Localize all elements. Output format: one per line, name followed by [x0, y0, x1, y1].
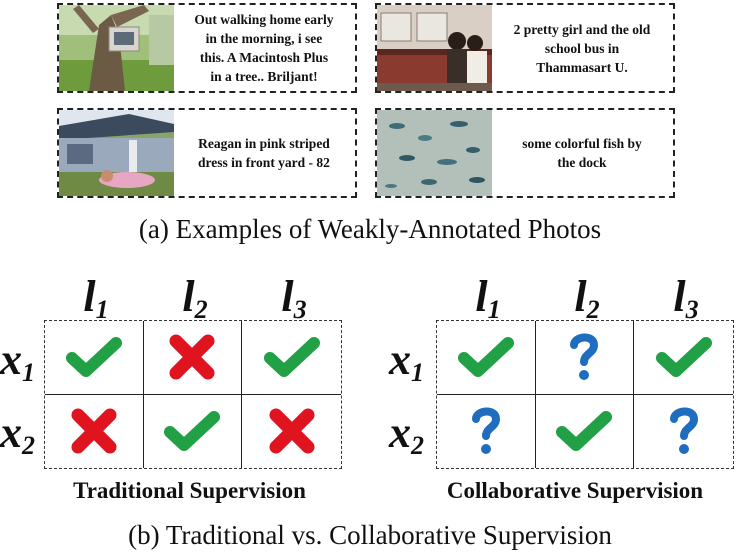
matrix-cell	[437, 394, 536, 468]
check-mark-icon	[162, 408, 222, 454]
column-label-1: l1	[83, 272, 109, 324]
caption-line: in a tree.. Briljant!	[210, 69, 318, 84]
photo-girl-in-front-yard	[59, 110, 174, 196]
photo-caption: Out walking home early in the morning, i…	[177, 5, 351, 91]
row-label-1: x1	[0, 335, 35, 387]
photo-caption: some colorful fish by the dock	[495, 110, 669, 196]
photo-caption: Reagan in pink striped dress in front ya…	[177, 110, 351, 196]
matrix-cell	[45, 321, 144, 395]
caption-line: Out walking home early	[194, 12, 334, 27]
matrix-cell	[536, 394, 635, 468]
matrix-cell	[242, 395, 341, 469]
matrix-cell	[535, 321, 635, 395]
column-label-3: l3	[673, 272, 699, 324]
photo-fish-by-dock	[377, 110, 492, 196]
caption-line: the dock	[557, 155, 607, 170]
panel-b-caption: (b) Traditional vs. Collaborative Superv…	[128, 520, 612, 550]
check-mark-icon	[262, 334, 322, 380]
caption-line: 2 pretty girl and the old	[513, 21, 651, 37]
collaborative-label-matrix	[436, 320, 734, 469]
matrix-cell	[634, 395, 733, 469]
matrix-cell	[634, 321, 733, 395]
photo-card-fish: some colorful fish by the dock	[375, 108, 675, 198]
column-label-1: l1	[475, 272, 501, 324]
caption-line: school bus in	[544, 40, 620, 56]
cross-mark-icon	[68, 405, 120, 457]
matrix-cell	[437, 321, 536, 395]
photo-caption: 2 pretty girl and the old school bus in …	[495, 5, 669, 91]
photo-card-front-yard: Reagan in pink striped dress in front ya…	[57, 108, 357, 198]
column-label-3: l3	[281, 272, 307, 324]
check-mark-icon	[554, 408, 614, 454]
caption-line: some colorful fish by	[522, 136, 642, 151]
check-mark-icon	[654, 334, 714, 380]
column-label-2: l2	[182, 272, 208, 324]
collaborative-supervision-panel: l1 l2 l3 x1 x2 Collaborative Supervision	[375, 272, 734, 522]
traditional-supervision-panel: l1 l2 l3 x1 x2 Traditional Supervision	[0, 272, 355, 522]
caption-line: this. A Macintosh Plus	[199, 50, 329, 65]
question-mark-icon	[569, 332, 599, 382]
caption-line: in the morning, i see	[205, 31, 323, 46]
panel-a-caption: (a) Examples of Weakly-Annotated Photos	[138, 214, 602, 244]
photo-card-school-bus: 2 pretty girl and the old school bus in …	[375, 3, 675, 93]
check-mark-icon	[456, 334, 516, 380]
cross-mark-icon	[166, 331, 218, 383]
photo-school-bus	[377, 5, 492, 91]
collaborative-supervision-title: Collaborative Supervision	[446, 478, 704, 503]
check-mark-icon	[64, 334, 124, 380]
question-mark-icon	[669, 406, 699, 456]
caption-line: Reagan in pink striped	[198, 136, 330, 151]
photo-card-macintosh: Out walking home early in the morning, i…	[57, 3, 357, 93]
matrix-cell	[143, 321, 243, 395]
matrix-cell	[45, 394, 144, 468]
caption-line: dress in front yard - 82	[198, 155, 330, 170]
cross-mark-icon	[266, 405, 318, 457]
row-label-2: x2	[389, 408, 424, 460]
traditional-label-matrix	[44, 320, 342, 469]
photo-macintosh-in-tree	[59, 5, 174, 91]
caption-line: Thammasart U.	[536, 59, 628, 75]
row-label-2: x2	[0, 408, 35, 460]
question-mark-icon	[471, 406, 501, 456]
column-label-2: l2	[574, 272, 600, 324]
traditional-supervision-title: Traditional Supervision	[73, 478, 306, 503]
matrix-cell	[242, 321, 341, 395]
matrix-cell	[144, 394, 243, 468]
row-label-1: x1	[389, 335, 424, 387]
